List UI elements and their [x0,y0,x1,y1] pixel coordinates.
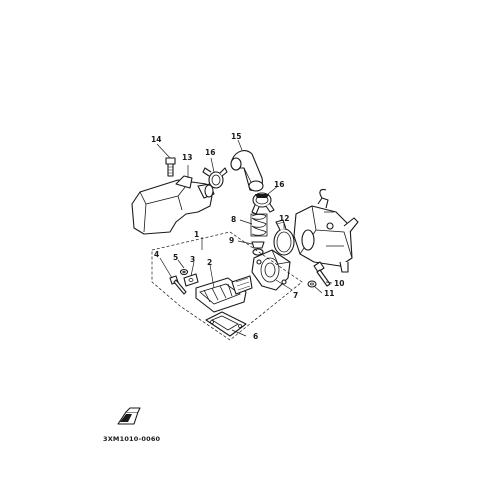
callout-4: 4 [154,250,159,259]
callout-6: 6 [253,332,258,341]
reed-valve-assembly-2 [195,275,253,313]
callout-16-lower: 16 [274,180,284,189]
callout-numbers: 1 2 3 4 5 6 7 8 9 10 11 12 13 14 15 16 1… [151,132,344,341]
callout-12: 12 [279,214,289,223]
washer-11 [307,280,317,288]
front-direction-logo [117,407,141,425]
reed-stopper-3 [183,273,199,287]
intake-silencer-box [131,175,215,235]
callout-15: 15 [231,132,241,141]
callout-13: 13 [182,153,192,162]
callout-8: 8 [231,215,236,224]
intake-joint-hose-15 [230,150,264,192]
gasket-6 [205,311,247,337]
bolt-14 [165,157,176,177]
screw-10 [313,261,331,287]
spring-seat-9 [251,241,265,256]
washer-5 [179,268,189,276]
carburetor-body [293,188,359,273]
callout-7: 7 [293,291,298,300]
item-1-group-outline [151,231,303,341]
hose-clamp-16-upper [202,167,228,189]
callout-14: 14 [151,135,161,144]
hose-clamp-16-lower [251,192,275,215]
leader-lines [156,139,333,337]
callout-2: 2 [207,258,212,267]
callout-11: 11 [324,289,334,298]
spring-8 [250,213,268,237]
callout-10: 10 [334,279,344,288]
carburetor-clamp-12 [273,219,295,256]
callout-16-upper: 16 [205,148,215,157]
callout-9: 9 [229,236,234,245]
diagram-code: 3XM1010-0060 [103,435,161,443]
callout-3: 3 [190,255,195,264]
screw-4 [169,275,187,295]
callout-1: 1 [194,230,199,239]
callout-5: 5 [173,253,178,262]
